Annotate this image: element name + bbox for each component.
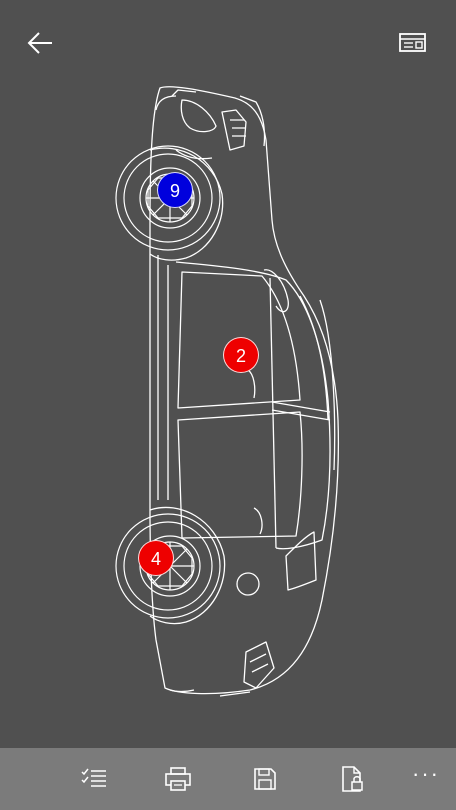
bottom-toolbar: ··· (0, 748, 456, 810)
damage-marker-2[interactable]: 2 (223, 337, 259, 373)
lock-document-button[interactable] (322, 748, 382, 810)
top-bar (0, 0, 456, 84)
checklist-button[interactable] (64, 748, 124, 810)
print-icon (165, 767, 191, 791)
save-button[interactable] (235, 748, 295, 810)
damage-marker-4[interactable]: 4 (138, 540, 174, 576)
print-button[interactable] (148, 748, 208, 810)
damage-marker-9[interactable]: 9 (157, 172, 193, 208)
car-diagram (100, 82, 360, 702)
save-icon (254, 768, 276, 790)
car-outline-drawing (115, 86, 340, 697)
info-card-button[interactable] (394, 28, 432, 58)
arrow-left-icon (27, 32, 52, 54)
lock-document-icon (342, 766, 363, 792)
more-options-label: ··· (412, 761, 440, 786)
more-options-button[interactable]: ··· (396, 748, 456, 810)
checklist-icon (81, 768, 106, 787)
back-button[interactable] (24, 26, 64, 60)
card-info-icon (399, 33, 426, 52)
